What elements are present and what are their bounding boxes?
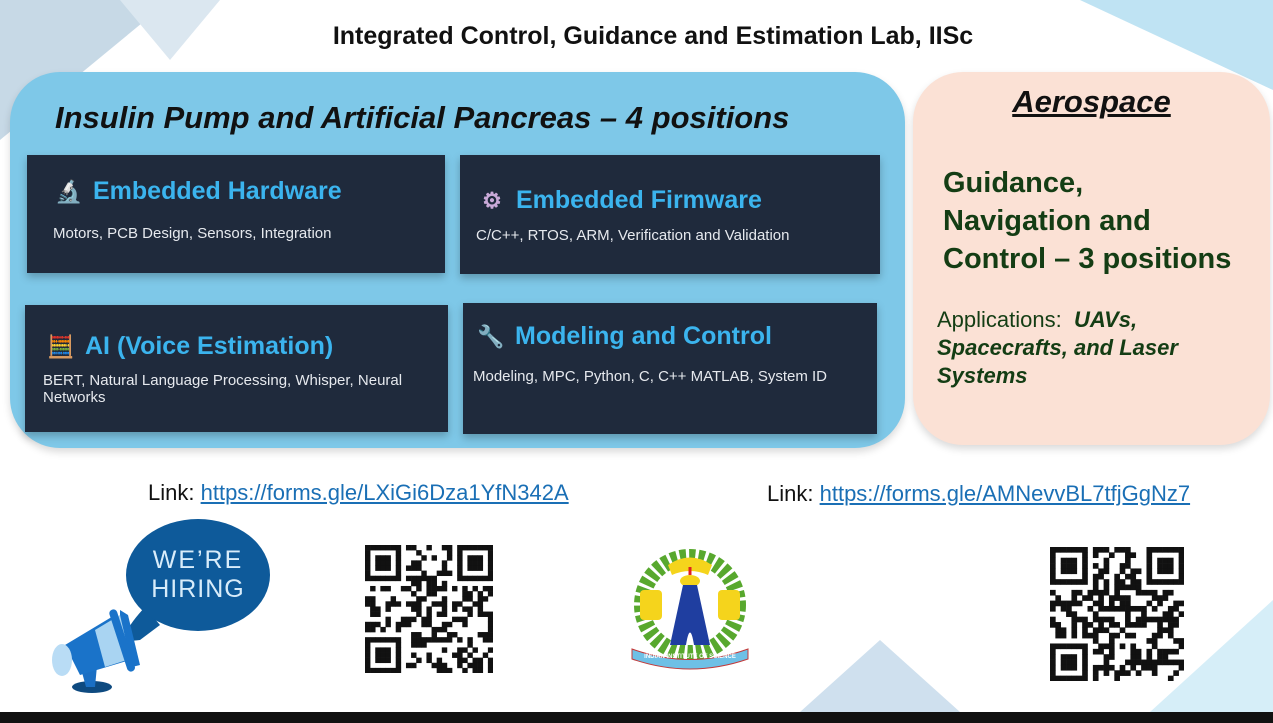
svg-text:INDIAN INSTITUTE OF SCIENCE: INDIAN INSTITUTE OF SCIENCE [644, 654, 736, 660]
gnc-positions: Guidance, Navigation and Control – 3 pos… [943, 164, 1231, 278]
hiring-graphic: WE’RE HIRING [40, 515, 275, 700]
wrench-icon: 🔧 [477, 323, 505, 349]
aerospace-panel [913, 72, 1270, 445]
abacus-icon: 🧮 [47, 333, 75, 359]
card-title: Embedded Hardware [93, 177, 342, 205]
card-ai-voice: 🧮 AI (Voice Estimation) BERT, Natural Lan… [25, 305, 448, 432]
gnc-line: Navigation and [943, 205, 1151, 237]
gear-icon: ⚙ [482, 187, 502, 213]
applications-label: Applications: [937, 307, 1062, 332]
bg-triangle [120, 0, 220, 60]
bottom-bar [0, 712, 1273, 723]
card-desc: BERT, Natural Language Processing, Whisp… [43, 372, 403, 406]
aerospace-title: Aerospace [1012, 84, 1171, 119]
card-desc: Motors, PCB Design, Sensors, Integration [53, 225, 332, 242]
iisc-logo: INDIAN INSTITUTE OF SCIENCE [628, 545, 752, 670]
bg-triangle [800, 640, 960, 712]
form-url-insulin[interactable]: https://forms.gle/LXiGi6Dza1YfN342A [200, 480, 569, 505]
form-link-insulin: Link: https://forms.gle/LXiGi6Dza1YfN342… [148, 480, 569, 506]
form-url-aerospace[interactable]: https://forms.gle/AMNevvBL7tfjGgNz7 [819, 481, 1191, 506]
card-embedded-firmware: ⚙ Embedded Firmware C/C++, RTOS, ARM, Ver… [460, 155, 880, 274]
page-title: Integrated Control, Guidance and Estimat… [332, 22, 974, 50]
gnc-line: Guidance, [943, 167, 1084, 199]
card-desc: Modeling, MPC, Python, C, C++ MATLAB, Sy… [473, 368, 828, 385]
hiring-text-2: HIRING [151, 575, 245, 603]
gnc-line: Control – 3 positions [943, 243, 1232, 275]
hiring-text-1: WE’RE [153, 546, 244, 574]
card-embedded-hardware: 🔬 Embedded Hardware Motors, PCB Design, S… [27, 155, 445, 273]
card-title: Embedded Firmware [516, 186, 762, 214]
card-title: AI (Voice Estimation) [85, 332, 334, 360]
applications: Applications: UAVs, Spacecrafts, and Las… [937, 306, 1237, 390]
megaphone-icon: WE’RE HIRING [52, 519, 270, 693]
link-label: Link: [148, 480, 195, 505]
qr-code-aerospace[interactable] [1050, 547, 1184, 681]
link-label: Link: [767, 481, 814, 506]
microscope-icon: 🔬 [55, 178, 83, 204]
qr-code-insulin[interactable] [365, 545, 493, 673]
card-modeling-control: 🔧 Modeling and Control Modeling, MPC, Pyt… [463, 303, 877, 434]
applications-value: UAVs, Spacecrafts, and Laser Systems [937, 307, 1178, 388]
insulin-heading: Insulin Pump and Artificial Pancreas – 4… [55, 100, 790, 135]
card-desc: C/C++, RTOS, ARM, Verification and Valid… [476, 227, 790, 244]
card-title: Modeling and Control [515, 322, 772, 350]
form-link-aerospace: Link: https://forms.gle/AMNevvBL7tfjGgNz… [767, 481, 1190, 507]
